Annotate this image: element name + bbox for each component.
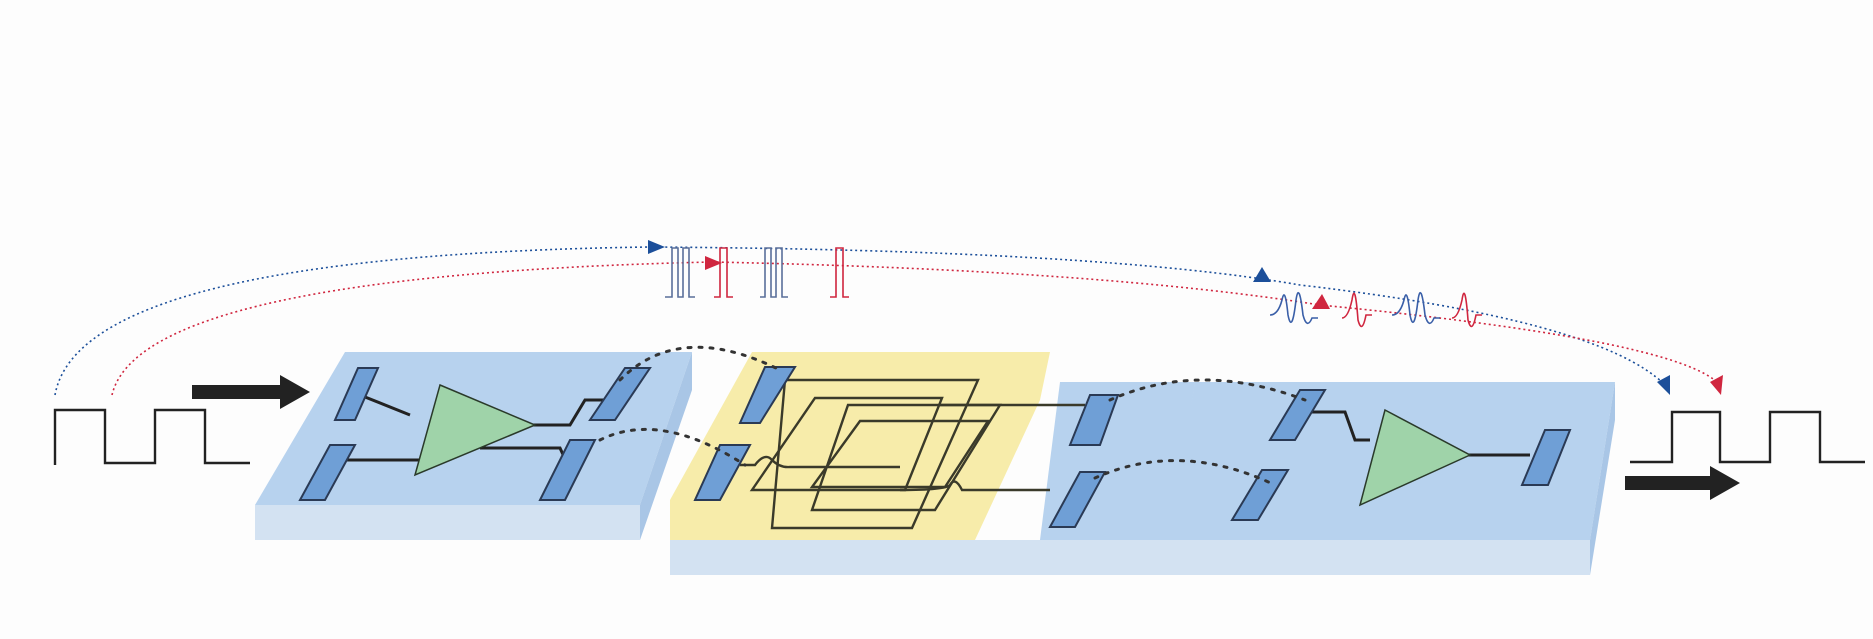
output-square-wave xyxy=(1630,410,1865,464)
pad xyxy=(1520,429,1572,486)
blue-pulse xyxy=(665,247,695,298)
pad xyxy=(1068,394,1120,446)
link xyxy=(1093,459,1277,487)
red-marker-icon xyxy=(1710,375,1723,395)
red-pulse xyxy=(714,247,733,298)
link xyxy=(618,345,782,382)
blue-wave-packet xyxy=(1391,291,1440,325)
pad xyxy=(1268,389,1327,441)
chip-front xyxy=(1040,540,1170,575)
output-arrow-icon xyxy=(1625,466,1740,500)
blue-marker-icon xyxy=(1253,267,1271,282)
blue-signal-path xyxy=(54,246,1666,396)
red-signal-path xyxy=(111,261,1721,396)
blue-marker-icon xyxy=(648,240,665,254)
pad xyxy=(588,367,652,421)
optical-pulses xyxy=(665,247,849,298)
pad xyxy=(1048,471,1107,528)
left-chip xyxy=(255,352,692,540)
link xyxy=(1108,378,1307,402)
yellow-chip-front xyxy=(670,540,1040,575)
red-wave-packet xyxy=(1451,292,1482,328)
input-square-wave xyxy=(53,408,250,465)
left-chip-front xyxy=(255,505,640,540)
right-chip-side xyxy=(1590,382,1615,575)
pad xyxy=(333,367,380,421)
blue-pulse xyxy=(760,247,788,298)
wire xyxy=(1300,410,1370,442)
wire xyxy=(359,393,411,417)
interconnect-links xyxy=(598,345,1307,487)
signal-markers xyxy=(648,240,1723,395)
amplifier-icon xyxy=(1358,408,1472,507)
pad xyxy=(1230,469,1290,521)
red-wave-packet xyxy=(1341,292,1372,328)
blue-wave-packet xyxy=(1269,291,1318,325)
red-marker-icon xyxy=(705,256,722,270)
middle-yellow-chip xyxy=(670,352,1120,575)
left-chip-side xyxy=(640,352,692,540)
link xyxy=(598,427,747,467)
right-chip-front xyxy=(1168,540,1590,575)
pad xyxy=(298,444,357,501)
red-marker-icon xyxy=(1312,294,1330,309)
input-waveguide xyxy=(740,455,900,469)
pad xyxy=(538,439,597,501)
wire xyxy=(530,398,610,427)
right-chip xyxy=(1168,382,1615,575)
input-arrow-icon xyxy=(192,375,310,409)
loop xyxy=(770,378,980,530)
rf-wave-packets xyxy=(1269,291,1482,328)
amplifier-icon xyxy=(413,383,537,477)
red-pulse xyxy=(830,247,849,298)
waveguide-loops xyxy=(740,378,1085,530)
blue-marker-icon xyxy=(1657,375,1670,395)
output-waveguide xyxy=(899,480,1050,492)
signal-arcs xyxy=(54,246,1721,396)
pad xyxy=(738,366,797,424)
